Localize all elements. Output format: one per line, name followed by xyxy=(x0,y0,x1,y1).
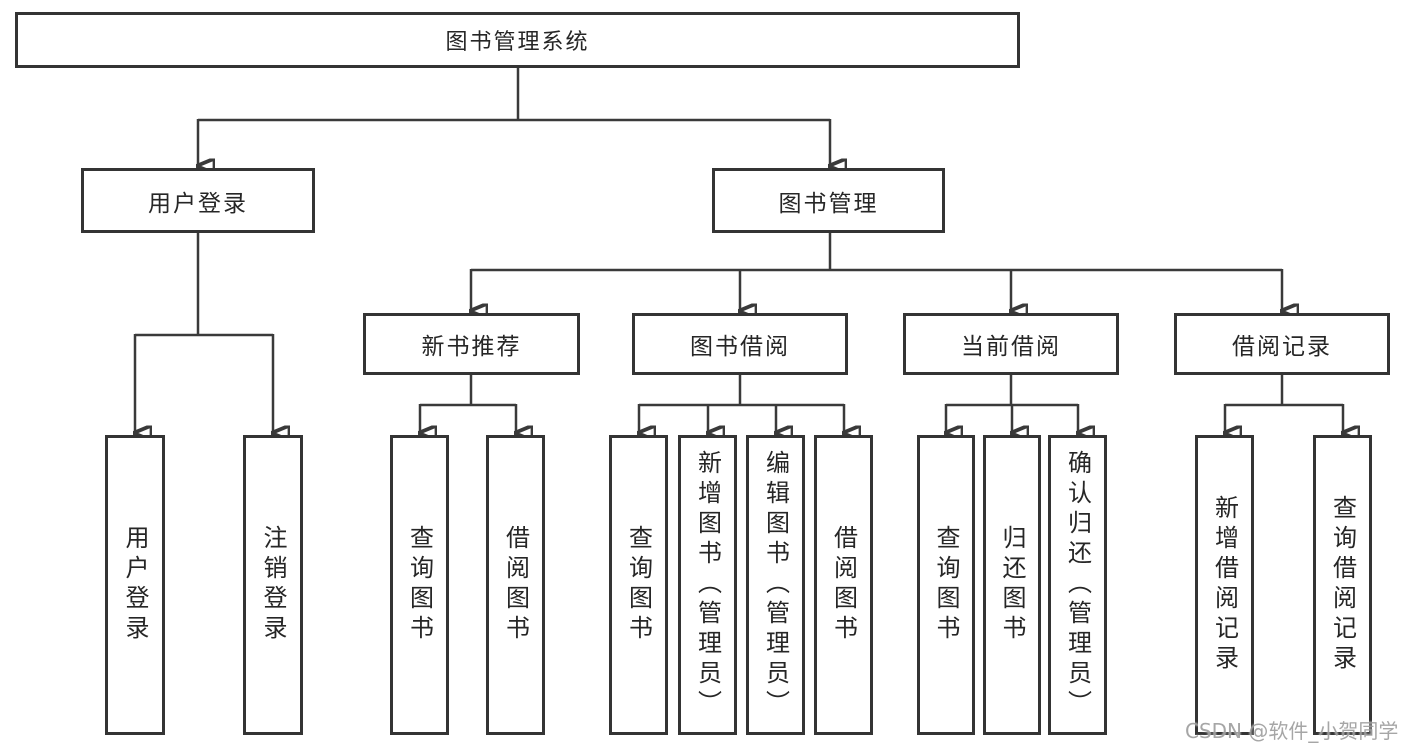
node-user-login: 用户登录 xyxy=(81,168,315,233)
connector-book-management-to-level3 xyxy=(471,233,1282,311)
leaf-br-query-record: 查询借阅记录 xyxy=(1313,435,1372,735)
leaf-nbr-borrow-books: 借阅图书 xyxy=(486,435,545,735)
csdn-watermark: CSDN @软件_小贺同学 xyxy=(1185,719,1399,743)
leaf-bb-edit-books-admin: 编辑图书（管理员） xyxy=(746,435,805,735)
leaf-bb-borrow-books: 借阅图书 xyxy=(814,435,873,735)
connector-current-borrowing-to-leaves xyxy=(946,375,1078,433)
leaf-cb-query-books: 查询图书 xyxy=(917,435,975,735)
node-borrow-records: 借阅记录 xyxy=(1174,313,1390,375)
leaf-user-login: 用户登录 xyxy=(105,435,165,735)
connector-user-login-to-leaves xyxy=(135,233,273,433)
leaf-cb-confirm-return-admin: 确认归还（管理员） xyxy=(1048,435,1107,735)
connector-book-borrowing-to-leaves xyxy=(639,375,844,433)
connector-root-to-level2 xyxy=(198,68,830,166)
node-library-management-system: 图书管理系统 xyxy=(15,12,1020,68)
leaf-bb-query-books: 查询图书 xyxy=(609,435,668,735)
node-book-borrowing: 图书借阅 xyxy=(632,313,848,375)
leaf-nbr-query-books: 查询图书 xyxy=(390,435,449,735)
leaf-cb-return-books: 归还图书 xyxy=(983,435,1041,735)
node-current-borrowing: 当前借阅 xyxy=(903,313,1119,375)
leaf-bb-add-books-admin: 新增图书（管理员） xyxy=(678,435,737,735)
connector-new-book-recommend-to-leaves xyxy=(420,375,516,433)
leaf-br-add-record: 新增借阅记录 xyxy=(1195,435,1254,735)
node-new-book-recommend: 新书推荐 xyxy=(363,313,580,375)
node-book-management: 图书管理 xyxy=(712,168,945,233)
connector-borrow-records-to-leaves xyxy=(1225,375,1343,433)
leaf-logout: 注销登录 xyxy=(243,435,303,735)
